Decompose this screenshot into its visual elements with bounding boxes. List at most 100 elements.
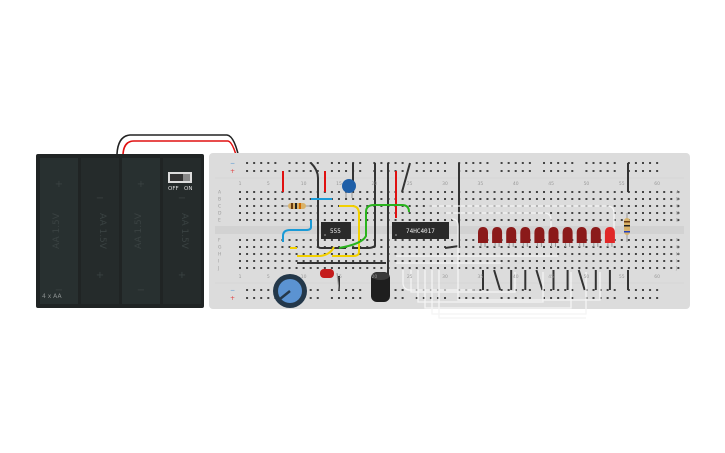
rail-hole[interactable] — [599, 170, 602, 172]
breadboard-hole[interactable] — [465, 219, 468, 221]
breadboard-hole[interactable] — [606, 191, 609, 193]
breadboard-hole[interactable] — [436, 191, 439, 193]
breadboard-hole[interactable] — [571, 246, 574, 248]
breadboard-hole[interactable] — [543, 267, 546, 269]
breadboard-hole[interactable] — [620, 212, 623, 214]
breadboard-hole[interactable] — [493, 267, 496, 269]
breadboard-hole[interactable] — [578, 212, 581, 214]
breadboard-hole[interactable] — [663, 267, 666, 269]
breadboard-hole[interactable] — [585, 267, 588, 269]
led[interactable] — [534, 227, 545, 243]
breadboard-hole[interactable] — [239, 246, 241, 248]
breadboard-hole[interactable] — [422, 260, 425, 262]
breadboard-hole[interactable] — [606, 260, 609, 262]
rail-hole[interactable] — [309, 289, 312, 291]
breadboard-hole[interactable] — [486, 198, 489, 200]
breadboard-hole[interactable] — [295, 260, 298, 262]
breadboard-hole[interactable] — [352, 198, 355, 200]
breadboard-hole[interactable] — [656, 219, 659, 221]
rail-hole[interactable] — [479, 170, 482, 172]
breadboard-hole[interactable] — [415, 253, 418, 255]
breadboard-hole[interactable] — [507, 246, 510, 248]
breadboard-hole[interactable] — [422, 246, 425, 248]
breadboard-hole[interactable] — [316, 260, 319, 262]
breadboard-hole[interactable] — [281, 267, 284, 269]
breadboard-hole[interactable] — [564, 267, 567, 269]
breadboard-hole[interactable] — [295, 267, 298, 269]
breadboard-hole[interactable] — [380, 212, 383, 214]
breadboard-hole[interactable] — [571, 260, 574, 262]
breadboard-hole[interactable] — [550, 212, 553, 214]
breadboard-hole[interactable] — [380, 239, 383, 241]
breadboard-hole[interactable] — [260, 205, 263, 207]
rail-hole[interactable] — [260, 170, 263, 172]
breadboard-hole[interactable] — [408, 239, 411, 241]
breadboard-hole[interactable] — [613, 260, 616, 262]
breadboard-hole[interactable] — [627, 198, 630, 200]
breadboard-hole[interactable] — [359, 198, 362, 200]
breadboard-hole[interactable] — [274, 205, 277, 207]
rail-hole[interactable] — [253, 170, 256, 172]
breadboard-hole[interactable] — [366, 260, 369, 262]
breadboard-hole[interactable] — [415, 246, 418, 248]
breadboard-hole[interactable] — [535, 267, 538, 269]
breadboard-hole[interactable] — [656, 198, 659, 200]
breadboard-hole[interactable] — [493, 219, 496, 221]
breadboard-hole[interactable] — [543, 246, 546, 248]
breadboard-hole[interactable] — [408, 212, 411, 214]
breadboard-hole[interactable] — [479, 253, 482, 255]
rail-hole[interactable] — [500, 289, 503, 291]
breadboard-hole[interactable] — [239, 191, 241, 193]
breadboard-hole[interactable] — [274, 198, 277, 200]
breadboard-hole[interactable] — [458, 246, 461, 248]
rail-hole[interactable] — [345, 289, 348, 291]
breadboard-hole[interactable] — [613, 191, 616, 193]
breadboard-hole[interactable] — [302, 267, 305, 269]
rail-hole[interactable] — [246, 170, 249, 172]
breadboard-hole[interactable] — [543, 219, 546, 221]
breadboard-hole[interactable] — [246, 212, 249, 214]
rail-hole[interactable] — [246, 297, 249, 299]
breadboard-hole[interactable] — [401, 239, 404, 241]
breadboard-hole[interactable] — [500, 260, 503, 262]
rail-hole[interactable] — [267, 297, 270, 299]
breadboard-hole[interactable] — [451, 239, 454, 241]
breadboard-hole[interactable] — [260, 191, 263, 193]
breadboard-hole[interactable] — [521, 198, 524, 200]
breadboard-hole[interactable] — [337, 205, 340, 207]
breadboard-hole[interactable] — [253, 205, 256, 207]
rail-hole[interactable] — [528, 162, 531, 164]
breadboard-hole[interactable] — [408, 253, 411, 255]
breadboard-hole[interactable] — [649, 212, 652, 214]
breadboard-hole[interactable] — [465, 260, 468, 262]
breadboard-hole[interactable] — [316, 253, 319, 255]
breadboard-hole[interactable] — [479, 219, 482, 221]
breadboard-hole[interactable] — [521, 253, 524, 255]
breadboard-hole[interactable] — [592, 267, 595, 269]
rail-hole[interactable] — [436, 297, 439, 299]
breadboard-hole[interactable] — [253, 212, 256, 214]
rail-hole[interactable] — [352, 289, 355, 291]
breadboard-hole[interactable] — [288, 267, 291, 269]
breadboard-hole[interactable] — [323, 205, 326, 207]
breadboard-hole[interactable] — [281, 260, 284, 262]
rail-hole[interactable] — [634, 170, 637, 172]
breadboard-hole[interactable] — [521, 191, 524, 193]
breadboard-hole[interactable] — [359, 239, 362, 241]
breadboard-hole[interactable] — [670, 239, 673, 241]
breadboard-hole[interactable] — [627, 246, 630, 248]
rail-hole[interactable] — [401, 162, 404, 164]
breadboard-hole[interactable] — [649, 253, 652, 255]
led[interactable] — [492, 227, 503, 243]
led[interactable] — [548, 227, 559, 243]
breadboard-hole[interactable] — [352, 239, 355, 241]
breadboard-hole[interactable] — [528, 219, 531, 221]
breadboard-hole[interactable] — [585, 212, 588, 214]
breadboard-hole[interactable] — [514, 191, 517, 193]
rail-hole[interactable] — [288, 162, 291, 164]
breadboard-hole[interactable] — [514, 246, 517, 248]
breadboard-hole[interactable] — [394, 246, 397, 248]
breadboard-hole[interactable] — [571, 219, 574, 221]
breadboard-hole[interactable] — [309, 198, 312, 200]
